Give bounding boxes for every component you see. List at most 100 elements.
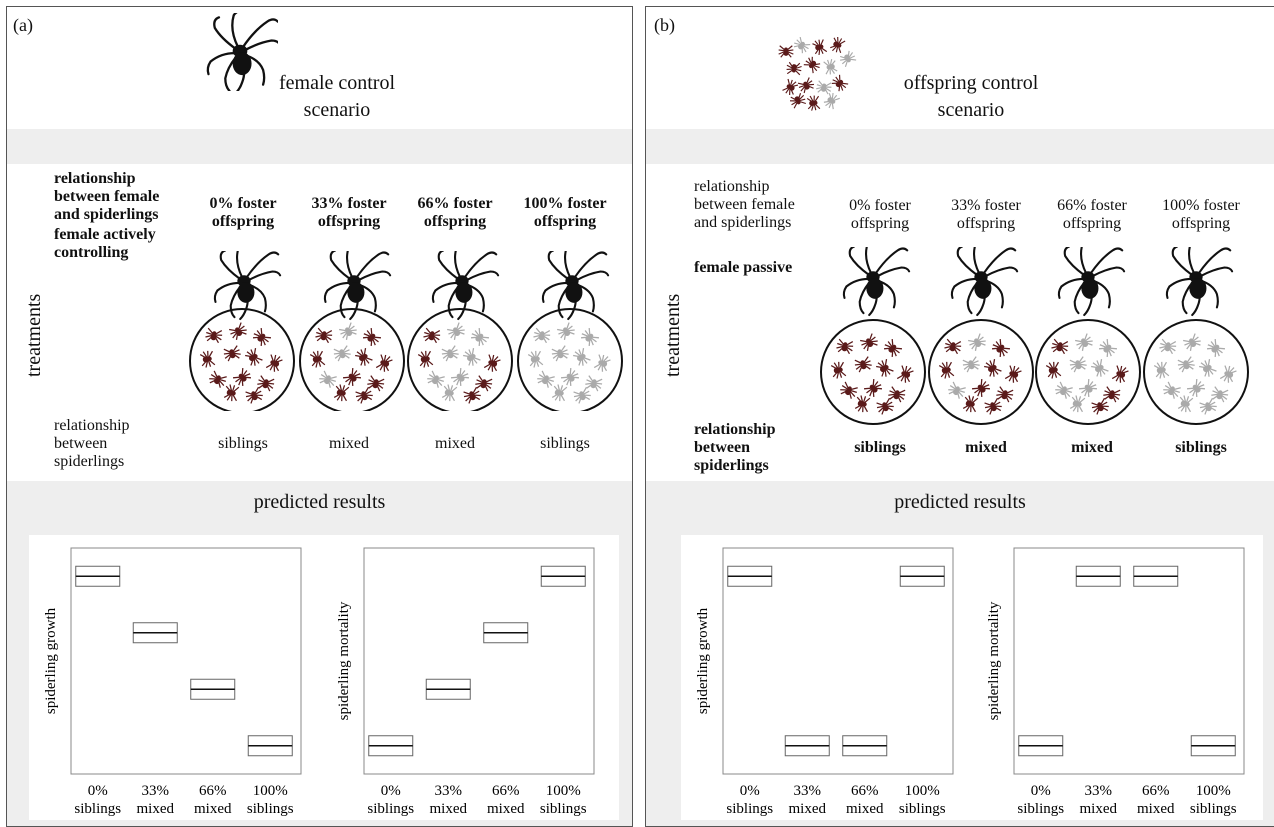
spiderling-icon: [315, 327, 333, 344]
spiderling-icon: [1069, 356, 1087, 373]
spiderling-icon: [585, 375, 603, 392]
scenario-title: offspring control scenario: [871, 70, 1071, 124]
x-tick-label: siblings: [1190, 801, 1237, 817]
treatment-label: 100% foster: [1162, 197, 1240, 214]
spiderling-cluster: [778, 37, 857, 111]
spiderling-icon: [984, 397, 1002, 415]
x-tick-label: mixed: [137, 801, 175, 817]
spiderling-icon: [447, 322, 465, 340]
big-spider: [206, 13, 278, 91]
rel-line: between: [54, 435, 108, 452]
spiderling-icon: [840, 50, 857, 67]
female-state: female actively controlling: [54, 226, 156, 262]
x-tick-label: siblings: [367, 801, 414, 817]
spiderling-icon: [573, 348, 591, 366]
header-relationship-female: relationship between female and spiderli…: [54, 170, 159, 224]
rel-value: mixed: [1071, 439, 1113, 456]
x-tick-label: 66%: [492, 783, 520, 799]
spiderling-icon: [797, 77, 815, 94]
treatment-100: 100% foster offspring: [1146, 197, 1256, 233]
spiderling-icon: [441, 345, 459, 362]
x-tick-label: mixed: [789, 801, 827, 817]
treatment-label: 33% foster: [311, 195, 387, 212]
spiderling-icon: [948, 381, 966, 399]
spiderling-icon: [816, 80, 832, 95]
x-tick-label: siblings: [540, 801, 587, 817]
x-tick-label: 0%: [740, 783, 760, 799]
spiderling-icon: [1111, 365, 1129, 383]
x-tick-label: 33%: [435, 783, 463, 799]
rel-value: mixed: [435, 435, 475, 452]
graphs: spiderling growth0%siblings33%mixed66%mi…: [695, 547, 1245, 817]
spiderling-icon: [209, 370, 227, 388]
treatment-label: offspring: [956, 215, 1016, 232]
header-line: relationship: [694, 178, 770, 195]
treatment-circle-66: [407, 251, 513, 411]
spiderling-icon: [232, 367, 252, 387]
spiderling-icon: [863, 378, 883, 398]
spiderling-icon: [1051, 338, 1069, 355]
spiderling-icon: [417, 350, 434, 368]
spiderling-icon: [1004, 365, 1022, 383]
treatment-label: offspring: [423, 213, 487, 230]
scenario-title-line1: female control: [278, 72, 396, 94]
female-state-line: female actively: [54, 226, 156, 243]
spiderling-icon: [1177, 395, 1194, 413]
spiderling-icon: [199, 350, 216, 368]
spiderling-icon: [362, 327, 382, 347]
spiderling-icon: [991, 338, 1011, 358]
spiderling-icon: [984, 359, 1002, 377]
panel-label: (a): [13, 15, 33, 35]
treatment-label: offspring: [533, 213, 597, 230]
spiderling-icon: [1098, 338, 1118, 358]
spiderling-icon: [1199, 397, 1217, 415]
treatment-circle-100: [517, 251, 623, 411]
mortality-graph: spiderling mortality0%siblings33%mixed66…: [986, 547, 1245, 817]
x-tick-label: 66%: [851, 783, 879, 799]
x-tick-label: 100%: [253, 783, 288, 799]
spiderling-icon: [789, 93, 806, 109]
rel-value: mixed: [965, 439, 1007, 456]
spiderling-icon: [1183, 333, 1201, 351]
spiderling-icon: [355, 348, 373, 366]
treatment-66: 66% foster offspring: [405, 195, 505, 231]
spiderling-icon: [831, 74, 849, 92]
spiderling-icon: [778, 45, 794, 58]
rel-line: spiderlings: [694, 457, 769, 474]
rel-value: mixed: [329, 435, 369, 452]
spiderling-icon: [265, 354, 283, 372]
female-spider-icon: [541, 251, 610, 321]
female-spider-icon: [323, 251, 392, 321]
x-tick-label: 100%: [905, 783, 940, 799]
spiderling-icon: [996, 386, 1014, 403]
treatment-label: 33% foster: [951, 197, 1021, 214]
treatments-axis-label: treatments: [662, 293, 684, 377]
spiderling-icon: [1206, 338, 1226, 358]
treatment-0: 0% foster offspring: [830, 197, 930, 233]
spiderling-icon: [938, 361, 955, 379]
spiderling-icon: [1091, 359, 1109, 377]
x-tick-label: siblings: [74, 801, 121, 817]
spiderling-icon: [483, 354, 501, 372]
treatment-100: 100% foster offspring: [509, 195, 621, 231]
scenario-title-line1: offspring control: [903, 72, 1039, 94]
spiderling-icon: [1186, 378, 1206, 398]
treatment-circles: [820, 247, 1249, 425]
separator-band: [646, 129, 1274, 164]
y-axis-label: spiderling mortality: [336, 601, 352, 720]
panel-a: (a) female control scenario relationship…: [6, 6, 633, 827]
x-tick-label: 33%: [142, 783, 170, 799]
spiderling-icon: [252, 327, 272, 347]
spiderling-icon: [580, 327, 600, 347]
spiderling-icon: [876, 397, 894, 415]
spiderling-icon: [342, 367, 362, 387]
spiderling-icon: [339, 322, 357, 340]
header-line: relationship: [54, 170, 136, 187]
treatment-label: offspring: [317, 213, 381, 230]
spiderling-icon: [786, 61, 802, 76]
spiderling-icon: [1211, 386, 1229, 403]
female-spider-icon: [842, 247, 911, 317]
treatment-circle-0: [189, 251, 295, 411]
treatment-circles: [189, 251, 623, 411]
female-state: female passive: [694, 259, 793, 276]
